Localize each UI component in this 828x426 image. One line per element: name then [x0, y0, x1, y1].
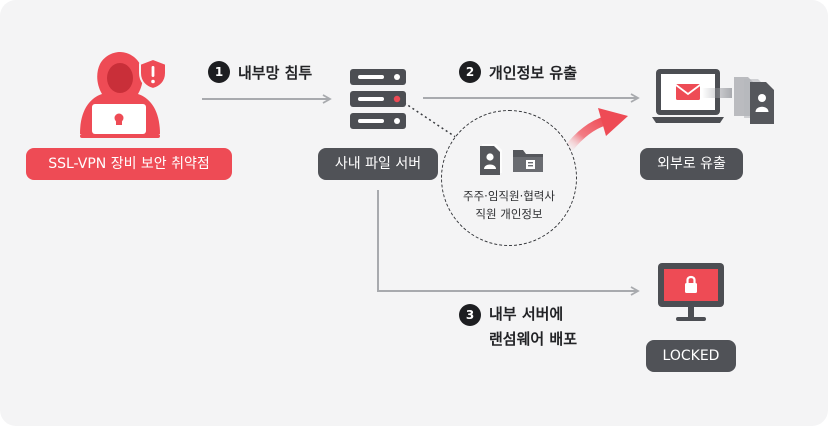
exfil-curve-arrowhead	[598, 108, 628, 136]
step-number-badge: 1	[208, 61, 230, 83]
locked-monitor-icon	[658, 263, 724, 321]
step-1: 1 내부망 침투	[208, 61, 312, 83]
file-server-label: 사내 파일 서버	[318, 148, 438, 180]
step-number-badge: 2	[459, 61, 481, 83]
attacker-label: SSL-VPN 장비 보안 취약점	[26, 148, 232, 180]
warning-shield-icon	[139, 58, 167, 90]
bubble-text-line: 주주·임직원·협력사	[463, 189, 555, 203]
bubble-text-line: 직원 개인정보	[475, 207, 543, 221]
step-label-line: 내부 서버에	[489, 305, 564, 323]
step-3: 3 내부 서버에 랜섬웨어 배포	[459, 302, 577, 352]
folder-icon	[513, 150, 543, 172]
step-2: 2 개인정보 유출	[459, 61, 577, 83]
bubble-text: 주주·임직원·협력사 직원 개인정보	[442, 187, 576, 223]
step-label: 내부 서버에 랜섬웨어 배포	[489, 302, 577, 352]
step-number-badge: 3	[459, 304, 481, 326]
document-person-icon	[480, 144, 502, 175]
arrow-server-to-locked	[377, 190, 640, 296]
exfil-label: 외부로 유출	[640, 148, 743, 180]
data-bubble: 주주·임직원·협력사 직원 개인정보	[441, 110, 577, 246]
laptop-mail-icon	[652, 69, 774, 124]
step-label-line: 랜섬웨어 배포	[489, 330, 578, 348]
step-label: 내부망 침투	[238, 63, 313, 82]
step-label: 개인정보 유출	[489, 63, 578, 82]
exfil-curve-arrow	[561, 115, 613, 157]
server-icon	[350, 69, 406, 129]
locked-label: LOCKED	[646, 340, 736, 372]
